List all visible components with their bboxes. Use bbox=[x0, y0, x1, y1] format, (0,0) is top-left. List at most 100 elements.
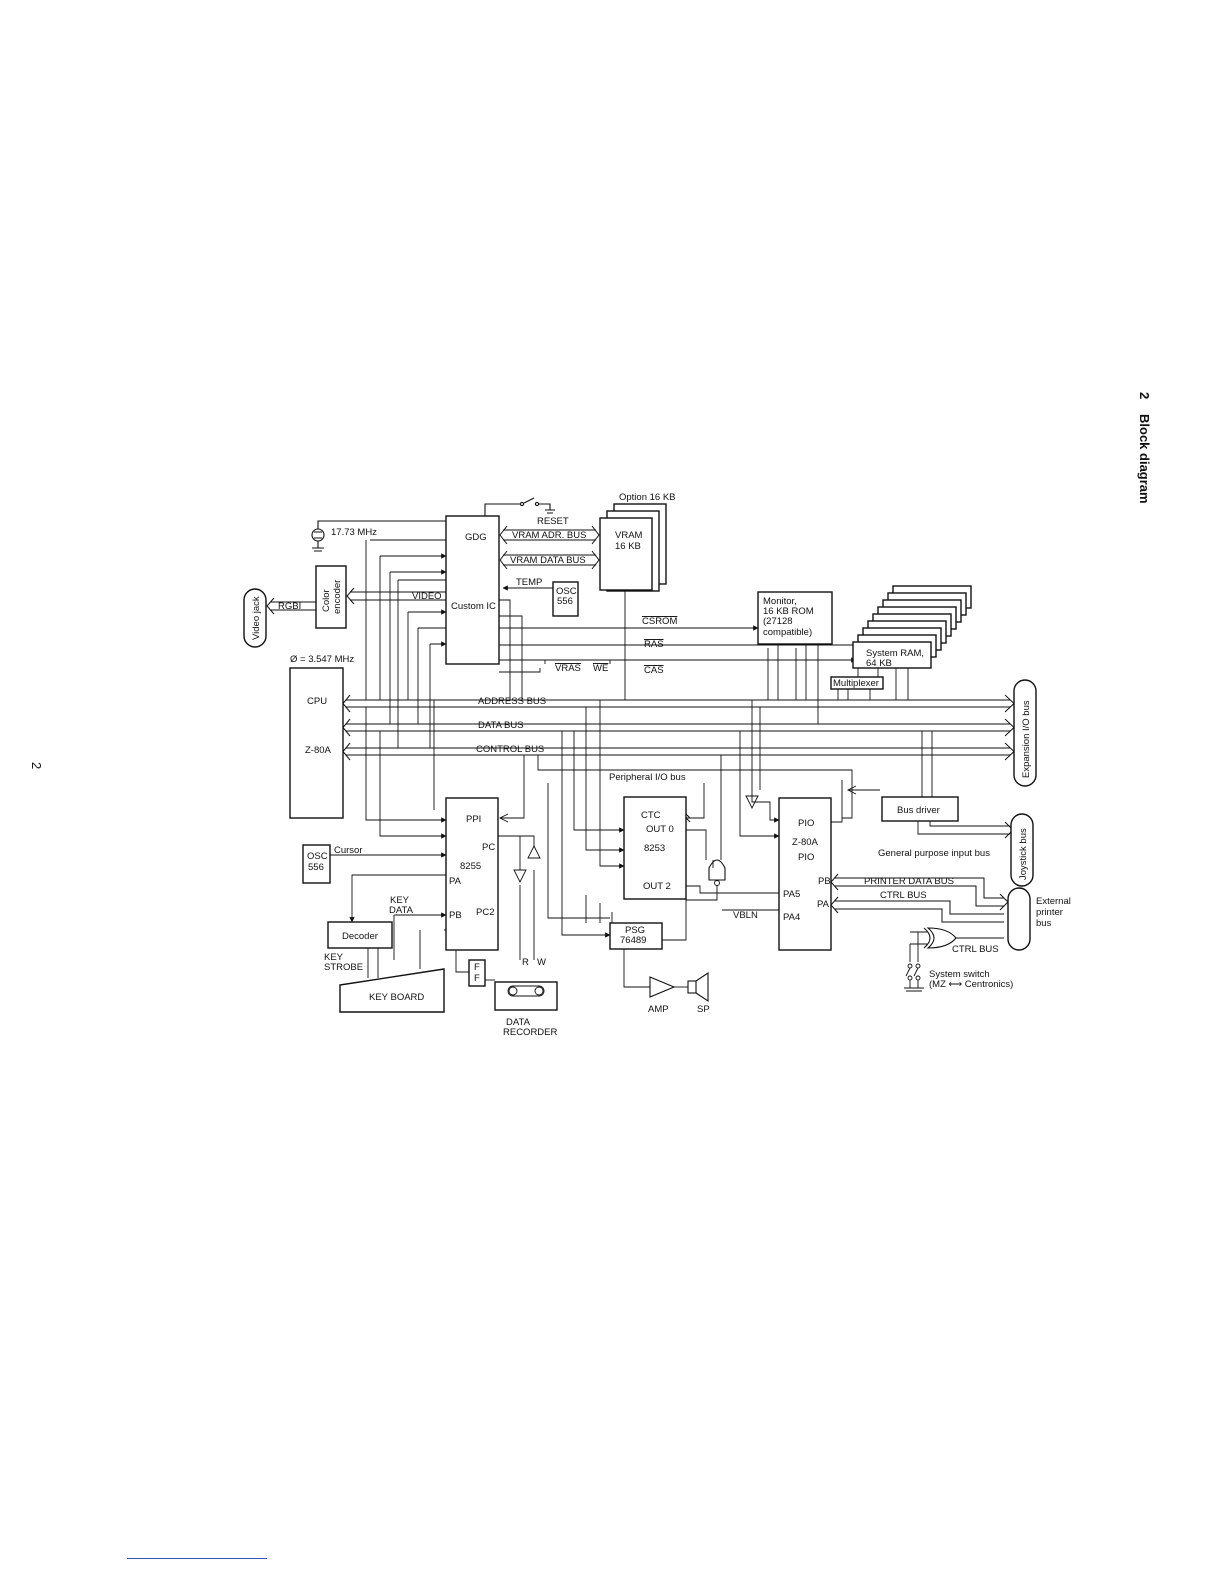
vras-label: VRAS bbox=[555, 663, 581, 674]
gp-input-bus-label: General purpose input bus bbox=[878, 848, 990, 859]
ppi-pb-label: PB bbox=[449, 910, 462, 921]
reset-label: RESET bbox=[537, 516, 569, 527]
section-header: 2 Block diagram bbox=[1137, 392, 1152, 504]
key-data-label-1: KEY bbox=[390, 895, 410, 906]
vram-label: VRAM bbox=[615, 530, 643, 541]
pio-pb-label: PB bbox=[818, 876, 831, 887]
psg-label: PSG bbox=[625, 925, 645, 936]
monitor-label-1: Monitor, bbox=[763, 596, 797, 607]
ppi-pc-label: PC bbox=[482, 842, 495, 853]
system-switch-label-1: System switch bbox=[929, 969, 990, 980]
peripheral-io-bus-label: Peripheral I/O bus bbox=[609, 772, 686, 783]
page-number: 2 bbox=[29, 762, 44, 769]
system-ram-label: System RAM, bbox=[866, 648, 924, 659]
recorder-w-label: W bbox=[537, 957, 546, 968]
system-switch-icon bbox=[904, 963, 924, 992]
ppi-pa-label: PA bbox=[449, 876, 462, 887]
cas-label: CAS bbox=[644, 665, 664, 676]
multiplexer-block bbox=[830, 676, 884, 690]
we-label: WE bbox=[593, 663, 608, 674]
bus-driver-label: Bus driver bbox=[897, 805, 940, 816]
osc-temp-block bbox=[552, 581, 579, 617]
video-jack bbox=[243, 588, 267, 648]
address-bus-label: ADDRESS BUS bbox=[478, 696, 546, 707]
ctc-label: CTC bbox=[641, 810, 661, 821]
csrom-label: CSROM bbox=[642, 616, 677, 627]
rgbi-label: RGBI bbox=[278, 601, 301, 612]
ppi-label: PPI bbox=[466, 814, 481, 825]
vram-size-label: 16 KB bbox=[615, 541, 641, 552]
vram-data-bus-label: VRAM DATA BUS bbox=[510, 555, 586, 566]
speaker-icon bbox=[687, 980, 697, 994]
ppi-pc2-label: PC2 bbox=[476, 907, 494, 918]
monitor-label-3: (27128 bbox=[763, 616, 793, 627]
bus-driver-block bbox=[881, 796, 959, 822]
crystal-icon bbox=[311, 520, 446, 552]
osc-temp-label: OSC bbox=[556, 586, 577, 597]
pio-pa4-label: PA4 bbox=[783, 912, 800, 923]
printer-data-bus-label: PRINTER DATA BUS bbox=[864, 876, 954, 887]
temp-label: TEMP bbox=[516, 577, 542, 588]
system-ram-block bbox=[852, 641, 932, 669]
color-encoder-label-2: encoder bbox=[332, 580, 343, 614]
pio-label: PIO bbox=[798, 818, 814, 829]
data-recorder-label-2: RECORDER bbox=[503, 1027, 558, 1038]
cursor-label: Cursor bbox=[334, 845, 363, 856]
ctrl-bus-label-2: CTRL BUS bbox=[952, 944, 999, 955]
ctc-model-label: 8253 bbox=[644, 843, 665, 854]
color-encoder-block bbox=[315, 565, 347, 629]
osc-cursor-label: OSC bbox=[307, 851, 328, 862]
recorder-r-label: R bbox=[522, 957, 529, 968]
osc-cursor-block bbox=[302, 844, 331, 884]
tape-reel-icon bbox=[534, 986, 544, 996]
ff-label-2: F bbox=[474, 973, 480, 984]
ctc-out2-label: OUT 2 bbox=[643, 881, 671, 892]
gdg-custom-ic-block bbox=[445, 515, 500, 665]
ppi-model-label: 8255 bbox=[460, 861, 481, 872]
joystick-bus-connector bbox=[1010, 813, 1034, 887]
section-number: 2 bbox=[1137, 392, 1152, 399]
page-number-wrap: 2 bbox=[29, 762, 44, 769]
decoder-label: Decoder bbox=[342, 931, 378, 942]
monitor-label-2: 16 KB ROM bbox=[763, 606, 814, 617]
data-recorder-label-1: DATA bbox=[506, 1017, 531, 1028]
tape-reel-icon bbox=[508, 986, 518, 996]
ras-label: RAS bbox=[644, 639, 664, 650]
keyboard-label: KEY BOARD bbox=[369, 992, 424, 1003]
printer-bus-label-2: printer bbox=[1036, 907, 1063, 918]
data-bus-label: DATA BUS bbox=[478, 720, 524, 731]
external-printer-bus-connector bbox=[1007, 887, 1031, 951]
decoder-block bbox=[327, 921, 393, 949]
key-strobe-label-1: KEY bbox=[324, 952, 344, 963]
expansion-io-bus-label: Expansion I/O bus bbox=[1021, 700, 1032, 778]
keyboard-block bbox=[339, 968, 445, 1013]
key-data-label-2: DATA bbox=[389, 905, 414, 916]
vbln-label: VBLN bbox=[733, 910, 758, 921]
gdg-label: GDG bbox=[465, 532, 487, 543]
osc-cursor-model-label: 556 bbox=[308, 862, 324, 873]
ctrl-bus-label-1: CTRL BUS bbox=[880, 890, 927, 901]
system-ram-size-label: 64 KB bbox=[866, 658, 892, 669]
amp-label: AMP bbox=[648, 1004, 669, 1015]
custom-ic-label: Custom IC bbox=[451, 601, 496, 612]
expansion-io-bus-connector bbox=[1013, 679, 1037, 787]
footer-rule bbox=[127, 1558, 267, 1559]
video-jack-label: Video jack bbox=[251, 596, 262, 640]
printer-bus-label-3: bus bbox=[1036, 918, 1052, 929]
vram-block bbox=[599, 517, 653, 591]
pio-pa5-label: PA5 bbox=[783, 889, 800, 900]
xor-gate-icon bbox=[926, 927, 957, 949]
ppi-8255-block bbox=[445, 797, 499, 951]
pio-label-2: PIO bbox=[798, 852, 814, 863]
multiplexer-label: Multiplexer bbox=[833, 678, 879, 689]
pio-pa-label: PA bbox=[817, 899, 830, 910]
system-switch-label-2: (MZ ⟷ Centronics) bbox=[929, 979, 1013, 990]
printer-bus-label-1: External bbox=[1036, 896, 1071, 907]
monitor-label-4: compatible) bbox=[763, 627, 812, 638]
cpu-label: CPU bbox=[307, 696, 327, 707]
monitor-rom-block bbox=[757, 591, 833, 645]
osc-temp-model-label: 556 bbox=[557, 596, 573, 607]
flip-flop-block bbox=[468, 959, 486, 987]
pio-model-label: Z-80A bbox=[792, 837, 819, 848]
